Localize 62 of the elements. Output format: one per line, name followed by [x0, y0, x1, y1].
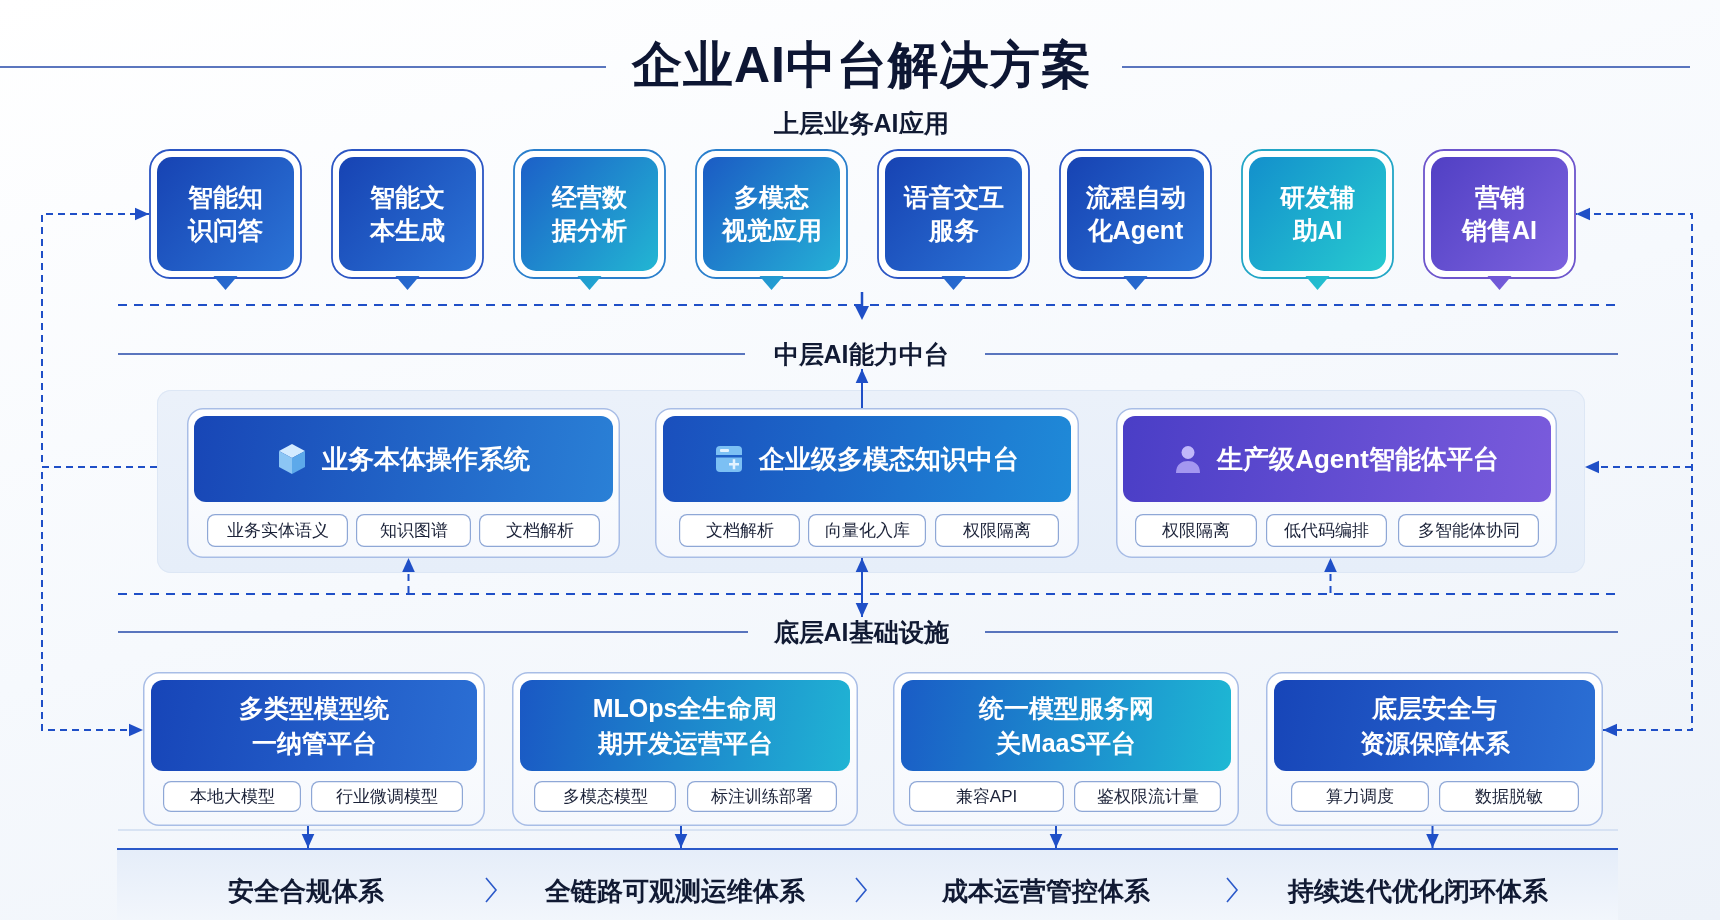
band-label: 持续迭代优化闭环体系 [1288, 875, 1548, 908]
band-label: 安全合规体系 [228, 875, 384, 908]
bubble-label: 经营数据分析 [552, 182, 627, 246]
arrow [1426, 825, 1439, 849]
tag: 本地大模型 [163, 781, 301, 812]
section-heading: 上层业务AI应用 [773, 108, 949, 138]
bubble-label: 流程自动化Agent [1085, 182, 1186, 246]
arrow [301, 825, 315, 849]
card [187, 408, 620, 558]
tag: 标注训练部署 [687, 781, 837, 812]
card [1116, 408, 1557, 558]
bar-title: 生产级Agent智能体平台 [1217, 443, 1499, 476]
bubble-label: 多模态视觉应用 [721, 182, 822, 246]
section-heading: 底层AI基础设施 [773, 617, 949, 647]
tag: 业务实体语义 [207, 514, 348, 547]
card [893, 672, 1239, 826]
panel [157, 390, 1585, 573]
band-label: 全链路可观测运维体系 [545, 875, 805, 908]
title-bar [194, 416, 613, 502]
tag: 文档解析 [479, 514, 600, 547]
title: 企业AI中台解决方案 [632, 37, 1092, 95]
bar-title: 业务本体操作系统 [321, 443, 530, 476]
title-bar [1123, 416, 1551, 502]
tag: 权限隔离 [1135, 514, 1257, 547]
card [655, 408, 1079, 558]
title-bar: 多类型模型统一纳管平台 [151, 680, 477, 771]
bubble-label: 研发辅助AI [1280, 182, 1355, 246]
title-bar: 统一模型服务网关MaaS平台 [901, 680, 1231, 771]
tag: 行业微调模型 [311, 781, 463, 812]
tag: 兼容API [909, 781, 1064, 812]
bubble-label: 语音交互服务 [903, 182, 1004, 246]
title-bar: 底层安全与资源保障体系 [1274, 680, 1595, 771]
title-bar: MLOps全生命周期开发运营平台 [520, 680, 850, 771]
arrow [1049, 825, 1063, 849]
arrow [1584, 460, 1693, 474]
arrow [855, 368, 869, 409]
section-heading: 中层AI能力中台 [773, 339, 949, 369]
tag: 文档解析 [679, 514, 800, 547]
arrow [674, 825, 688, 849]
tag: 知识图谱 [356, 514, 471, 547]
band-label: 成本运营管控体系 [942, 875, 1150, 908]
card [1266, 672, 1603, 826]
bubble-label: 智能文本生成 [370, 182, 445, 246]
tag: 算力调度 [1291, 781, 1429, 812]
title-bar [663, 416, 1071, 502]
tag: 鉴权限流计量 [1074, 781, 1221, 812]
double-arrow [1575, 207, 1693, 737]
tag: 数据脱敏 [1439, 781, 1579, 812]
tag: 低代码编排 [1266, 514, 1387, 547]
tag: 权限隔离 [935, 514, 1059, 547]
tag: 多模态模型 [534, 781, 676, 812]
tag: 向量化入库 [808, 514, 926, 547]
bar-title: 企业级多模态知识中台 [759, 443, 1019, 476]
tag: 多智能体协同 [1398, 514, 1539, 547]
footer-band [117, 848, 1618, 920]
bubble-label: 营销销售AI [1462, 182, 1537, 246]
arrow [402, 557, 415, 594]
double-arrow [855, 557, 869, 618]
arrow [1324, 557, 1337, 594]
card [143, 672, 485, 826]
bubble-label: 智能知识问答 [188, 182, 263, 246]
card [512, 672, 858, 826]
